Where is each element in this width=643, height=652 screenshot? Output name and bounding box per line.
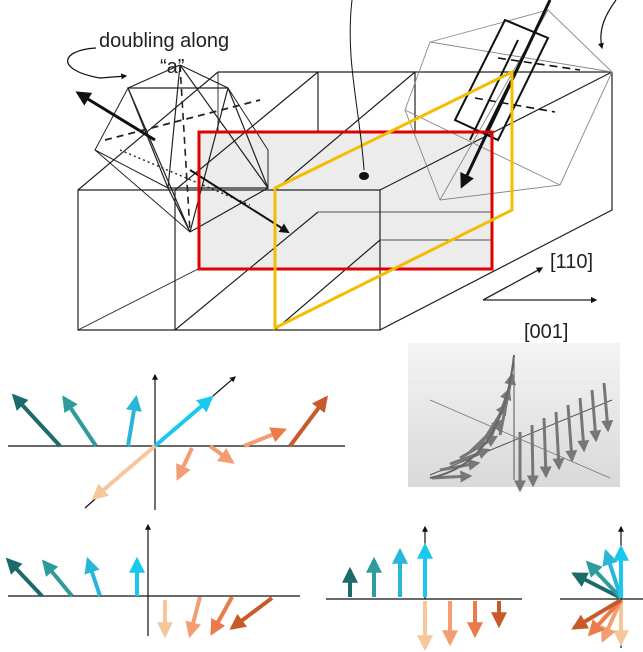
spin-fan-origin: [560, 525, 643, 648]
red-plane-frame: [197, 130, 494, 271]
spin-row-diagram-b: [326, 525, 522, 652]
doubling-pointer: [67, 47, 128, 80]
prism-axis-arrow: [460, 0, 552, 189]
tilted-prism: [453, 18, 581, 142]
pointer-line: [349, 0, 365, 171]
lattice-diagram: [67, 0, 617, 331]
spiral-render: [408, 343, 620, 493]
label-110: [110]: [550, 251, 593, 273]
doubling-label-line1: doubling along: [99, 30, 229, 52]
direction-indicator: [110] [001]: [482, 251, 598, 343]
doubling-label-line2: “a”: [160, 56, 184, 78]
spin-row-diagram-a: [5, 523, 300, 639]
yellow-plane-frame: [273, 69, 514, 331]
corner-pointer: [598, 0, 617, 50]
center-dot: [359, 172, 369, 180]
label-001: [001]: [524, 321, 568, 343]
left-octahedron: [94, 64, 269, 233]
spin-fan-diagram: [8, 373, 345, 510]
shaded-plane: [200, 132, 492, 268]
block-right-face: [379, 72, 613, 331]
octahedron-axis-arrow: [75, 91, 156, 142]
